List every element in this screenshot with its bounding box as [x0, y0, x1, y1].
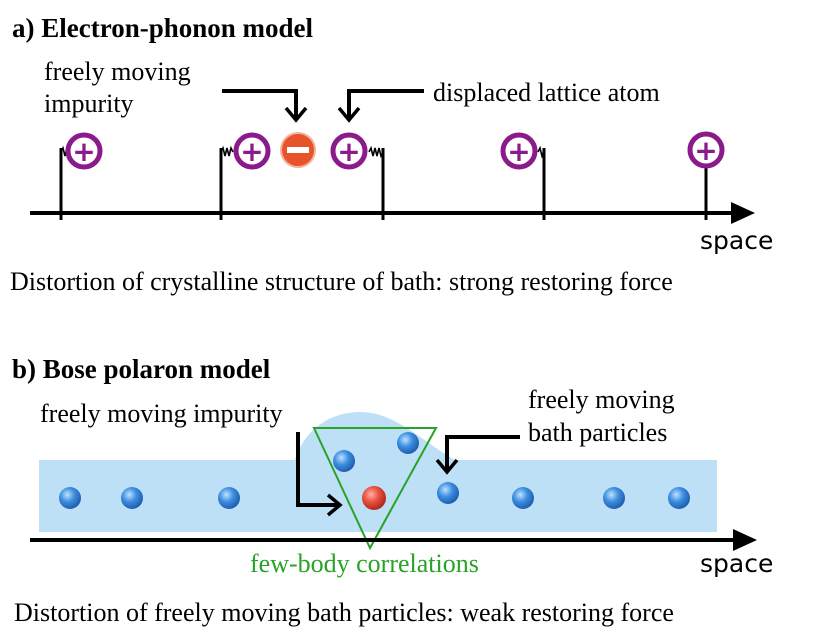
svg-text:+: +: [337, 135, 360, 168]
impurity-pointer-arrow-b: [296, 432, 343, 517]
displaced-atom-pointer-arrow: [337, 89, 424, 123]
bath-particle: [333, 450, 355, 472]
positive-ion: +: [500, 132, 538, 170]
panel-b-title: b) Bose polaron model: [12, 354, 271, 384]
bath-particle: [218, 487, 240, 509]
positive-ion: +: [233, 132, 271, 170]
impurity-label-line1: freely moving: [44, 57, 191, 86]
bath-particle: [603, 487, 625, 509]
panel-a-title: a) Electron-phonon model: [12, 13, 314, 43]
bath-particle: [437, 482, 459, 504]
positive-ions: + + + + +: [65, 131, 725, 170]
positive-ion: +: [65, 132, 103, 170]
impurity-pointer-arrow: [222, 89, 308, 123]
spring: [537, 145, 545, 159]
panel-b: b) Bose polaron model space freely movin…: [12, 354, 773, 627]
space-axis-label-a: space: [700, 226, 773, 255]
bath-label-line2: bath particles: [528, 418, 667, 447]
bath-particle: [59, 487, 81, 509]
lattice-sticks: [59, 148, 708, 220]
impurity-label-line2: impurity: [44, 89, 134, 118]
panel-a-caption: Distortion of crystalline structure of b…: [10, 267, 673, 296]
bath-particle-pointer-arrow: [435, 435, 520, 475]
impurity-particle: [362, 486, 386, 510]
spring: [368, 145, 384, 159]
positive-ion: +: [330, 132, 368, 170]
bath-particle: [121, 487, 143, 509]
svg-text:+: +: [240, 135, 263, 168]
panel-a: a) Electron-phonon model freely moving i…: [10, 13, 773, 296]
space-axis-label-b: space: [700, 549, 773, 578]
bath-particle: [397, 432, 419, 454]
svg-text:+: +: [694, 134, 717, 167]
electron-impurity: [280, 132, 316, 168]
few-body-correlation-triangle: [312, 427, 438, 551]
bose-bath: [39, 412, 717, 532]
svg-text:+: +: [72, 135, 95, 168]
positive-ion: +: [687, 131, 725, 169]
bath-particle: [512, 487, 534, 509]
space-axis-a: [30, 202, 755, 224]
displaced-atom-label: displaced lattice atom: [433, 78, 660, 107]
svg-text:+: +: [507, 135, 530, 168]
panel-b-caption: Distortion of freely moving bath particl…: [14, 598, 674, 627]
impurity-label-b: freely moving impurity: [40, 399, 283, 428]
bath-label-line1: freely moving: [528, 385, 675, 414]
few-body-correlations-label: few-body correlations: [250, 549, 479, 578]
bath-particle: [668, 487, 690, 509]
spring: [220, 145, 234, 157]
space-axis-b: [30, 529, 757, 551]
bath-particles: [59, 432, 690, 509]
